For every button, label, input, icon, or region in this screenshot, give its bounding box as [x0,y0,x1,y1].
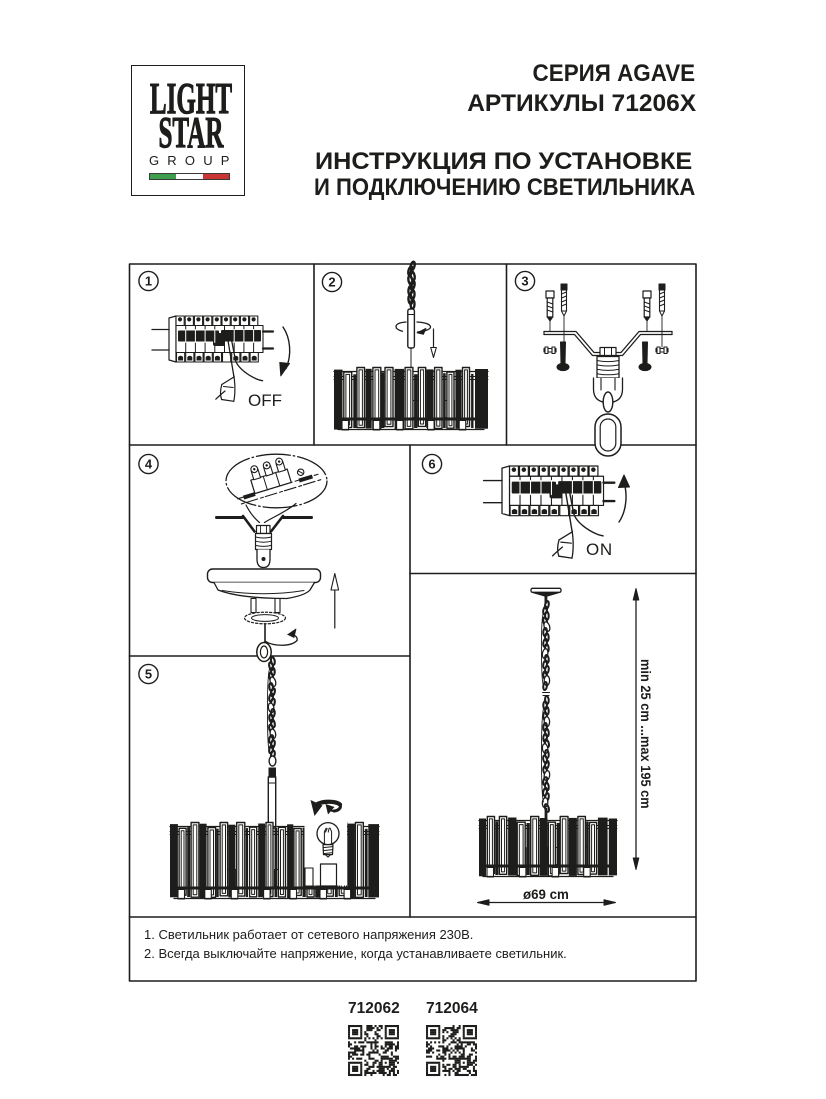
svg-text:6: 6 [428,457,435,472]
svg-text:3: 3 [521,274,528,289]
svg-text:4: 4 [145,457,153,472]
svg-text:5: 5 [145,667,152,682]
svg-text:2: 2 [328,275,335,290]
svg-text:1: 1 [145,274,152,289]
